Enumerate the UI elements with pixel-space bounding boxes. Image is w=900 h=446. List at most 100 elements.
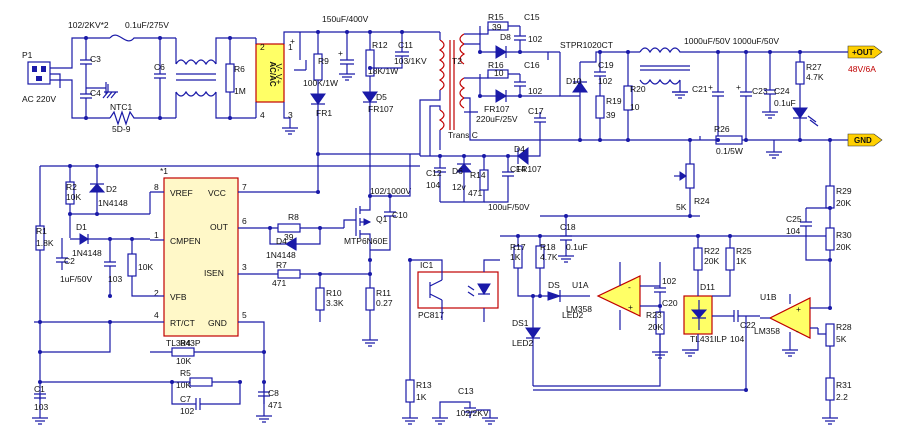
r14-label: R14 (470, 170, 486, 180)
c21-label: C21 (692, 84, 708, 94)
d4b-value: 1N4148 (266, 250, 296, 260)
output-caps-label: 1000uF/50V 1000uF/50V (684, 36, 779, 46)
output-rating: 48V/6A (848, 64, 876, 74)
r30-value: 20K (836, 242, 851, 252)
c17-label: C17 (528, 106, 544, 116)
svg-text:2: 2 (260, 42, 265, 52)
r30-label: R30 (836, 230, 852, 240)
c14-label: C14 (510, 164, 526, 174)
r17-value: 1K (510, 252, 521, 262)
ic-ref: *1 (160, 166, 168, 176)
r2-value: 10K (66, 192, 81, 202)
r18-label: R18 (540, 242, 556, 252)
c1-value: 103 (34, 402, 48, 412)
output-diode-label: STPR1020CT (560, 40, 613, 50)
r29-label: R29 (836, 186, 852, 196)
svg-text:1: 1 (154, 230, 159, 240)
fr107-label: FR107 (484, 104, 510, 114)
c4-label: C4 (90, 88, 101, 98)
svg-text:4: 4 (260, 110, 265, 120)
d1-value: 1N4148 (72, 248, 102, 258)
c12-label: C12 (426, 168, 442, 178)
x-cap-label: 102/2KV*2 (68, 20, 109, 30)
r13-label: R13 (416, 380, 432, 390)
svg-text:6: 6 (242, 216, 247, 226)
c16-value: 102 (528, 86, 542, 96)
c23-label: C23 (752, 86, 768, 96)
c24-label: C24 (774, 86, 790, 96)
svg-text:1: 1 (288, 42, 293, 52)
r9-label: R9 (318, 56, 329, 66)
pin-vref: VREF (170, 188, 193, 198)
c1-label: C1 (34, 384, 45, 394)
r20-value: 10 (630, 102, 640, 112)
opamp-u1b: U1B LM358 + - (754, 292, 811, 339)
r12-label: R12 (372, 40, 388, 50)
r19-value: 39 (606, 110, 616, 120)
svg-text:7: 7 (242, 182, 247, 192)
d2-label: D2 (106, 184, 117, 194)
r5-value: 10K (176, 380, 191, 390)
c15-value: 102 (528, 34, 542, 44)
r24-label: R24 (694, 196, 710, 206)
mosfet-value: MTP6N60E (344, 236, 388, 246)
r4-label: R4 (180, 338, 191, 348)
fr1-label: FR1 (316, 108, 332, 118)
r7-value: 471 (272, 278, 286, 288)
c3b-value: 103 (108, 274, 122, 284)
svg-text:8: 8 (154, 182, 159, 192)
r18-value: 4.7K (540, 252, 558, 262)
c11-label: C11 (398, 40, 413, 50)
r22-value: 20K (704, 256, 719, 266)
r16-label: R16 (488, 60, 504, 70)
c24-value: 0.1uF (774, 98, 796, 108)
ac-input-connector: P1 AC 220V (22, 50, 56, 104)
r10k-value: 10K (138, 262, 153, 272)
r26-label: R26 (714, 124, 730, 134)
aux-diode-value: FR107 (516, 164, 542, 174)
c13-label: C13 (458, 386, 474, 396)
r31-label: R31 (836, 380, 852, 390)
r27-label: R27 (806, 62, 822, 72)
d5-label: D5 (376, 92, 387, 102)
transformer-type: Trans C (448, 130, 478, 140)
r11-value: 0.27 (376, 298, 393, 308)
mosfet-label: Q1 (376, 214, 388, 224)
gnd-tag: GND (847, 133, 883, 147)
d11-label: D11 (700, 282, 715, 292)
pin-out: OUT (210, 222, 228, 232)
r23-value: 20K (648, 322, 663, 332)
r20-label: R20 (630, 84, 646, 94)
r4-value: 10K (176, 356, 191, 366)
r22-label: R22 (704, 246, 720, 256)
svg-text:-: - (628, 282, 631, 292)
d6-value: 12v (452, 182, 466, 192)
x2-cap-label: 0.1uF/275V (125, 20, 169, 30)
r8-value: 39 (284, 232, 294, 242)
r5-label: R5 (180, 368, 191, 378)
c12-value: 104 (426, 180, 440, 190)
c13-value: 102/2KV (456, 408, 489, 418)
r9-value: 100K/1W (303, 78, 338, 88)
c25-value: 104 (786, 226, 800, 236)
c3-label: C3 (90, 54, 101, 64)
c19-value: 102 (598, 76, 612, 86)
r31-value: 2.2 (836, 392, 848, 402)
pin-isen: ISEN (204, 268, 224, 278)
c2-value: 1uF/50V (60, 274, 92, 284)
svg-text:4: 4 (154, 310, 159, 320)
r15-value: 39 (492, 22, 502, 32)
r26-value: 0.1/5W (716, 146, 743, 156)
pin-vfb: VFB (170, 292, 187, 302)
d6-label: D6 (452, 166, 463, 176)
c22-value: 104 (730, 334, 744, 344)
ds1-led-label: LED2 (512, 338, 534, 348)
pin-gnd: GND (208, 318, 227, 328)
ds-led-label: LED2 (562, 310, 584, 320)
r25-value: 1K (736, 256, 747, 266)
svg-text:-: - (796, 326, 799, 336)
c20-label: 102 (662, 276, 676, 286)
gnd-label: GND (854, 136, 872, 145)
d8-label: D8 (500, 32, 511, 42)
svg-text:+: + (338, 48, 343, 58)
